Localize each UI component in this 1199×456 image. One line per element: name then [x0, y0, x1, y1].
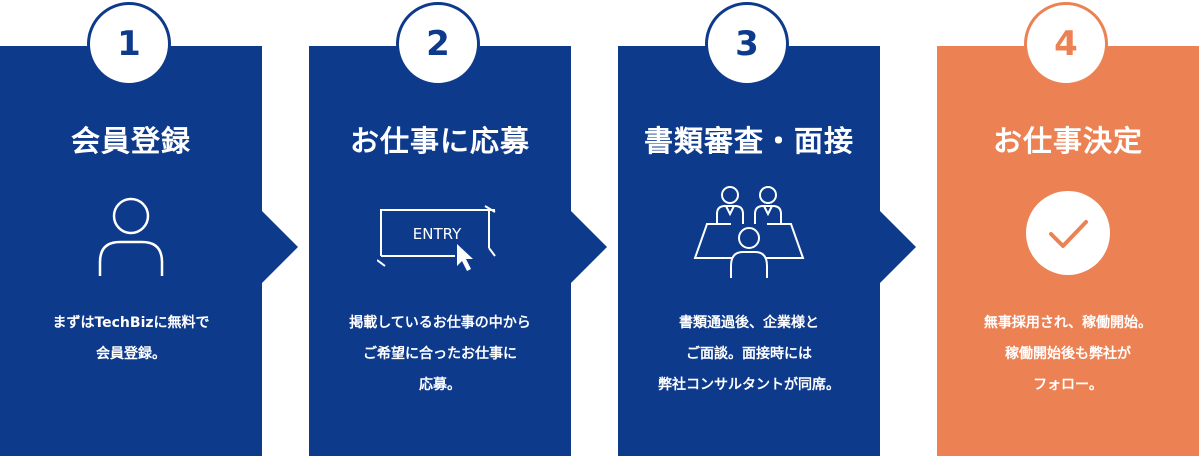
step-4-card: 4 お仕事決定 無事採用され、稼働開始。 稼働開始後も弊社が フォロー。: [937, 2, 1199, 456]
step-2-card: 2 お仕事に応募 ENTRY 掲載しているお仕事の中から ご希望に合ったお仕事に…: [309, 2, 571, 456]
step-title: 書類審査・面接: [643, 124, 854, 158]
step-title: お仕事決定: [992, 124, 1143, 158]
step-number-badge: 3: [705, 2, 789, 86]
step-number-badge: 4: [1024, 2, 1108, 86]
step-description: 書類通過後、企業様と ご面談。面接時には 弊社コンサルタントが同席。: [658, 315, 840, 393]
entry-button-cursor-icon: ENTRY: [377, 205, 496, 271]
step-description: 掲載しているお仕事の中から ご希望に合ったお仕事に 応募。: [349, 315, 531, 393]
step-description: まずはTechBizに無料で 会員登録。: [52, 315, 210, 362]
step-title: お仕事に応募: [349, 124, 530, 158]
check-icon: [1026, 191, 1110, 275]
step-number-badge: 2: [396, 2, 480, 86]
step-title: 会員登録: [70, 124, 191, 158]
entry-label: ENTRY: [413, 225, 462, 243]
interview-icon: [693, 186, 805, 278]
step-description: 無事採用され、稼働開始。 稼働開始後も弊社が フォロー。: [983, 315, 1153, 393]
step-3-card: 3 書類審査・面接 書類通過後、企業様と ご面談。面接時には 弊社コンサルタント…: [618, 2, 880, 456]
person-icon: [98, 197, 164, 276]
step-arrow: [571, 211, 607, 283]
step-number-badge: 1: [87, 2, 171, 86]
step-arrow: [880, 211, 916, 283]
step-arrow: [262, 211, 298, 283]
step-1-card: 1 会員登録 まずはTechBizに無料で 会員登録。: [0, 2, 262, 456]
